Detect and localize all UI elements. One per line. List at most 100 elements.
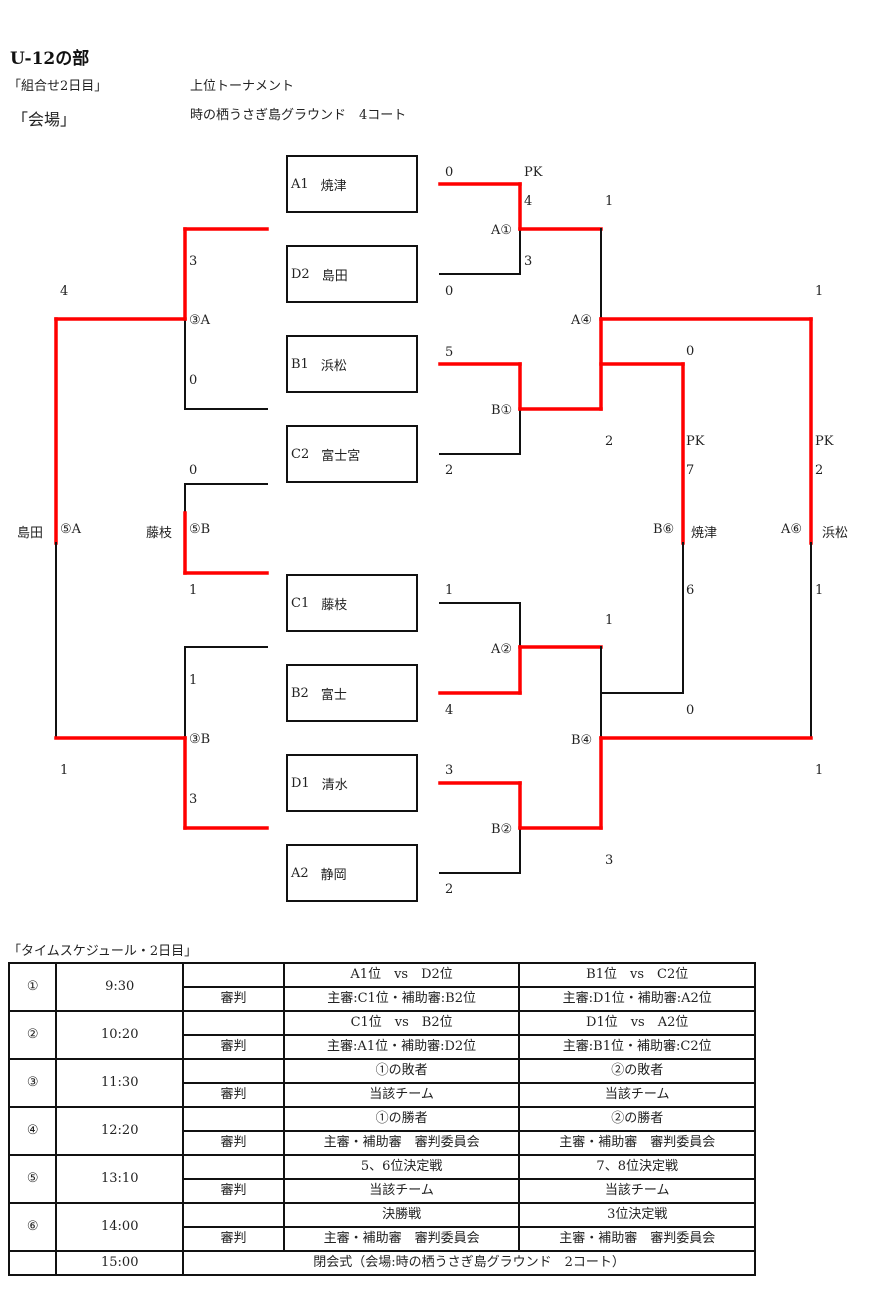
referee-1: 当該チーム xyxy=(282,1178,521,1204)
score: 1 xyxy=(605,613,614,628)
slot-number: ④ xyxy=(7,1106,58,1156)
team-name: 島田 xyxy=(321,268,348,284)
match-2: ②の勝者 xyxy=(518,1106,756,1132)
score: 1 xyxy=(189,583,198,598)
match-label: A① xyxy=(491,223,513,238)
match-winner: 焼津 xyxy=(691,526,718,541)
team-seed: B1 xyxy=(291,356,309,372)
score: 0 xyxy=(686,703,695,718)
referee-label: 審判 xyxy=(182,1034,285,1060)
schedule-referee-row: 審判当該チーム当該チーム xyxy=(9,1082,756,1108)
slot-number: ⑥ xyxy=(7,1202,58,1252)
closing-ceremony: 閉会式（会場:時の栖うさぎ島グラウンド 2コート） xyxy=(182,1250,756,1276)
schedule-referee-row: 審判主審・補助審 審判委員会主審・補助審 審判委員会 xyxy=(9,1130,756,1156)
score: 0 xyxy=(189,373,198,388)
pk-score: 4 xyxy=(524,194,533,209)
slot-number: ② xyxy=(7,1010,58,1060)
score: 1 xyxy=(189,673,198,688)
pk-label: PK xyxy=(686,434,705,449)
slot-number: ① xyxy=(7,962,58,1012)
bracket-lines xyxy=(54,182,813,874)
team-box-c1: C1 藤枝 xyxy=(286,574,418,632)
match-label: ③A xyxy=(189,313,211,328)
pk-score: 7 xyxy=(686,463,695,478)
score: 4 xyxy=(60,284,69,299)
team-seed: C1 xyxy=(291,595,310,611)
team-seed: D1 xyxy=(291,775,310,791)
referee-2: 主審・補助審 審判委員会 xyxy=(518,1226,756,1252)
blank-cell xyxy=(182,1058,285,1084)
team-name: 富士宮 xyxy=(321,448,361,464)
team-seed: A2 xyxy=(291,865,309,881)
blank-cell xyxy=(182,962,285,988)
pk-label: PK xyxy=(524,165,543,180)
match-1: C1位 vs B2位 xyxy=(282,1010,521,1036)
team-name: 清水 xyxy=(321,777,348,793)
referee-2: 当該チーム xyxy=(518,1082,756,1108)
team-box-d2: D2 島田 xyxy=(286,245,418,303)
team-seed: B2 xyxy=(291,685,309,701)
team-seed: C2 xyxy=(291,446,310,462)
score: 0 xyxy=(189,463,198,478)
slot-time: 13:10 xyxy=(55,1154,185,1204)
match-label: B② xyxy=(491,822,513,837)
match-2: D1位 vs A2位 xyxy=(518,1010,756,1036)
referee-1: 主審・補助審 審判委員会 xyxy=(282,1130,521,1156)
referee-label: 審判 xyxy=(182,1082,285,1108)
team-seed: D2 xyxy=(291,266,310,282)
team-box-d1: D1 清水 xyxy=(286,754,418,812)
match-label: ⑤A xyxy=(60,522,82,537)
score: 1 xyxy=(815,284,824,299)
match-2: 7、8位決定戦 xyxy=(518,1154,756,1180)
team-box-a2: A2 静岡 xyxy=(286,844,418,902)
score: 1 xyxy=(815,763,824,778)
team-seed: A1 xyxy=(291,176,309,192)
referee-1: 当該チーム xyxy=(282,1082,521,1108)
score: 1 xyxy=(60,763,69,778)
match-1: 5、6位決定戦 xyxy=(282,1154,521,1180)
team-name: 静岡 xyxy=(320,867,347,883)
slot-number: ③ xyxy=(7,1058,58,1108)
score: 1 xyxy=(605,194,614,209)
slot-time: 12:20 xyxy=(55,1106,185,1156)
blank-cell xyxy=(182,1106,285,1132)
venue-label: 「会場」 xyxy=(12,110,77,129)
team-name: 藤枝 xyxy=(321,597,348,613)
referee-2: 当該チーム xyxy=(518,1178,756,1204)
score: 0 xyxy=(686,344,695,359)
score: 1 xyxy=(445,583,454,598)
schedule-title: 「タイムスケジュール・2日目」 xyxy=(8,944,198,959)
referee-1: 主審:C1位・補助審:B2位 xyxy=(282,986,521,1012)
schedule-referee-row: 審判主審:C1位・補助審:B2位主審:D1位・補助審:A2位 xyxy=(9,986,756,1012)
blank-cell xyxy=(182,1202,285,1228)
pk-score: 6 xyxy=(686,583,695,598)
match-1: ①の敗者 xyxy=(282,1058,521,1084)
score: 3 xyxy=(189,254,198,269)
score: 0 xyxy=(445,165,454,180)
score: 2 xyxy=(445,463,454,478)
team-name: 富士 xyxy=(320,687,347,703)
team-name: 浜松 xyxy=(320,358,347,374)
match-1: A1位 vs D2位 xyxy=(282,962,521,988)
slot-number: ⑤ xyxy=(7,1154,58,1204)
match-label: A② xyxy=(491,642,513,657)
pk-score: 1 xyxy=(815,583,824,598)
match-label: A④ xyxy=(571,313,593,328)
referee-2: 主審・補助審 審判委員会 xyxy=(518,1130,756,1156)
referee-1: 主審:A1位・補助審:D2位 xyxy=(282,1034,521,1060)
score: 0 xyxy=(445,284,454,299)
score: 2 xyxy=(605,434,614,449)
slot-time: 10:20 xyxy=(55,1010,185,1060)
schedule-referee-row: 審判主審:A1位・補助審:D2位主審:B1位・補助審:C2位 xyxy=(9,1034,756,1060)
score: 4 xyxy=(445,703,454,718)
score: 2 xyxy=(445,882,454,897)
pk-score: 2 xyxy=(815,463,824,478)
referee-2: 主審:D1位・補助審:A2位 xyxy=(518,986,756,1012)
referee-label: 審判 xyxy=(182,1226,285,1252)
referee-label: 審判 xyxy=(182,1178,285,1204)
match-2: B1位 vs C2位 xyxy=(518,962,756,988)
